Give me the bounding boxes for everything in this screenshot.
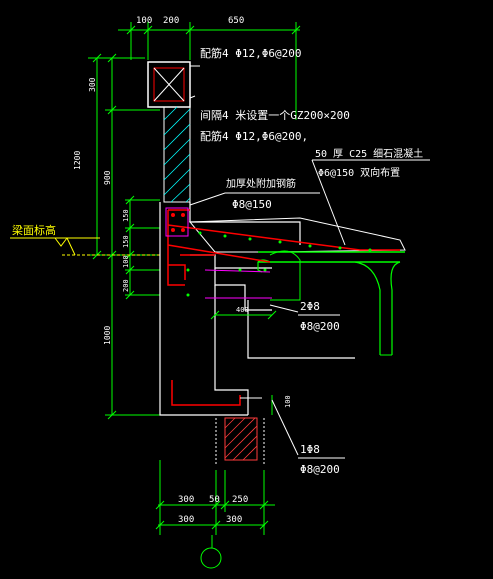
dim-bottom-300b: 300 — [178, 515, 194, 525]
section-outline — [159, 202, 355, 416]
elevation-marker — [10, 237, 160, 256]
dim-step-100: 100 — [284, 395, 292, 408]
dim-bottom-250: 250 — [232, 495, 248, 505]
dim-top-100: 100 — [136, 16, 152, 26]
dim-left-150b: 150 — [122, 235, 130, 248]
note-gz-spacing: 间隔4 米设置一个GZ200×200 — [200, 109, 350, 122]
grid-bubble — [200, 547, 222, 569]
note-reinforcement-gz: 配筋4 Φ12,Φ6@200, — [200, 129, 308, 143]
note-2phi8: 2Φ8 — [300, 300, 320, 313]
dim-left-300: 300 — [88, 77, 97, 92]
note-thickened-spacing: Φ8@150 — [232, 198, 272, 211]
dim-top-200: 200 — [163, 16, 179, 26]
dim-left-150a: 150 — [122, 209, 130, 222]
note-phi8-200-a: Φ8@200 — [300, 320, 340, 333]
dim-slot-400: 400 — [236, 306, 249, 314]
dim-left-200: 200 — [122, 279, 130, 292]
note-1phi8: 1Φ8 — [300, 443, 320, 456]
note-topping: 50 厚 C25 细石混凝土 — [315, 147, 423, 160]
slab-dots — [186, 231, 372, 297]
note-phi8-200-b: Φ8@200 — [300, 463, 340, 476]
note-mesh: Φ6@150 双向布置 — [318, 166, 400, 179]
leaders — [189, 65, 430, 459]
dim-bottom-50: 50 — [209, 495, 220, 505]
rebar — [167, 209, 400, 406]
bottom-dimensions — [155, 460, 275, 548]
top-dimensions — [118, 22, 301, 120]
dim-left-1200: 1200 — [73, 151, 82, 170]
slot-dim — [210, 310, 277, 320]
note-thickened-bars: 加厚处附加钢筋 — [226, 177, 296, 190]
dim-bottom-300a: 300 — [178, 495, 194, 505]
note-reinforcement-top: 配筋4 Φ12,Φ6@200 — [200, 46, 301, 60]
dim-bottom-300c: 300 — [226, 515, 242, 525]
parapet-wall — [163, 106, 191, 203]
stirrups — [165, 207, 272, 299]
lower-pier — [215, 417, 265, 465]
dim-left-1000: 1000 — [103, 326, 112, 345]
gz-column-box — [147, 61, 191, 108]
roof-slab — [188, 217, 406, 356]
dim-left-100: 100 — [122, 255, 130, 268]
dim-left-900: 900 — [103, 170, 112, 185]
rebar-dots — [171, 213, 185, 232]
dim-top-650: 650 — [228, 16, 244, 26]
elevation-label: 梁面标高 — [12, 223, 56, 237]
